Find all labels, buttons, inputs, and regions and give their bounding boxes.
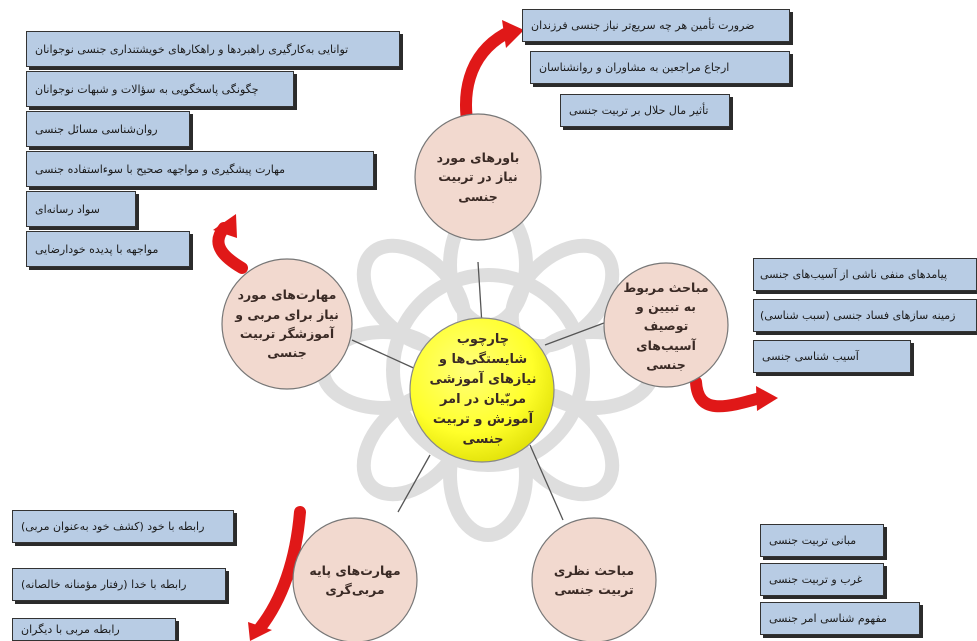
beliefs-item: ضرورت تأمین هر چه سریع‌تر نیاز جنسی فرزن… [522, 9, 790, 42]
connector-skills [351, 339, 419, 371]
basic-item: رابطه مربی با دیگران [12, 618, 176, 641]
skills-item: مواجهه با پدیده خودارضایی [26, 231, 190, 267]
connector-basic [397, 454, 431, 513]
basic-item: رابطه با خود (کشف خود به‌عنوان مربی) [12, 510, 234, 543]
arrow-head-beliefs [502, 20, 524, 48]
harms-item: پیامدهای منفی ناشی از آسیب‌های جنسی [753, 258, 977, 291]
arrow-head-basic [248, 622, 272, 641]
node-theory-label: مباحث نظری تربیت جنسی [553, 562, 635, 597]
skills-item: روان‌شناسی مسائل جنسی [26, 111, 190, 147]
connector-harms [544, 319, 613, 346]
node-beliefs-circle [414, 113, 542, 241]
basic-item: رابطه با خدا (رفتار مؤمنانه خالصانه) [12, 568, 226, 601]
node-harms-label: مباحث مربوط به تبیین و توصیف آسیب‌های جن… [623, 279, 709, 373]
center-label: چارچوب شایستگی‌ها و نیازهای آموزشی مربّی… [429, 331, 537, 448]
connector-beliefs [477, 261, 483, 326]
node-beliefs-label: باورهای مورد نیاز در تربیت جنسی [436, 149, 520, 204]
connectors [351, 261, 613, 521]
arrow-head-harms [756, 386, 778, 411]
arrow-basic [254, 506, 306, 634]
theory-item: مبانی تربیت جنسی [760, 524, 884, 557]
harms-item: آسیب شناسی جنسی [753, 340, 911, 373]
arrow-head-skills [213, 214, 237, 238]
theory-item: غرب و تربیت جنسی [760, 563, 884, 596]
beliefs-item: ارجاع مراجعین به مشاوران و روانشناسان [530, 51, 790, 84]
beliefs-item: تأثیر مال حلال بر تربیت جنسی [560, 94, 730, 127]
skills-item: چگونگی پاسخگویی به سؤالات و شبهات نوجوان… [26, 71, 294, 107]
skills-item: توانایی به‌کارگیری راهبردها و راهکارهای … [26, 31, 400, 67]
node-skills-label: مهارت‌های مورد نیاز برای مربی و آموزشگر … [235, 287, 339, 361]
theory-item: مفهوم شناسی امر جنسی [760, 602, 920, 635]
skills-item: مهارت پیشگیری و مواجهه صحیح با سوءاستفاد… [26, 151, 374, 187]
node-skills-circle [221, 258, 353, 390]
node-basic-circle [292, 517, 418, 641]
skills-item: سواد رسانه‌ای [26, 191, 136, 227]
connector-theory [529, 444, 564, 521]
harms-item: زمینه سازهای فساد جنسی (سبب شناسی) [753, 299, 977, 332]
arrow-harms [690, 376, 766, 413]
node-harms-circle [603, 262, 729, 388]
center-circle [409, 317, 555, 463]
node-basic-label: مهارت‌های پایه مربی‌گری [309, 562, 401, 597]
node-theory-circle [531, 517, 657, 641]
